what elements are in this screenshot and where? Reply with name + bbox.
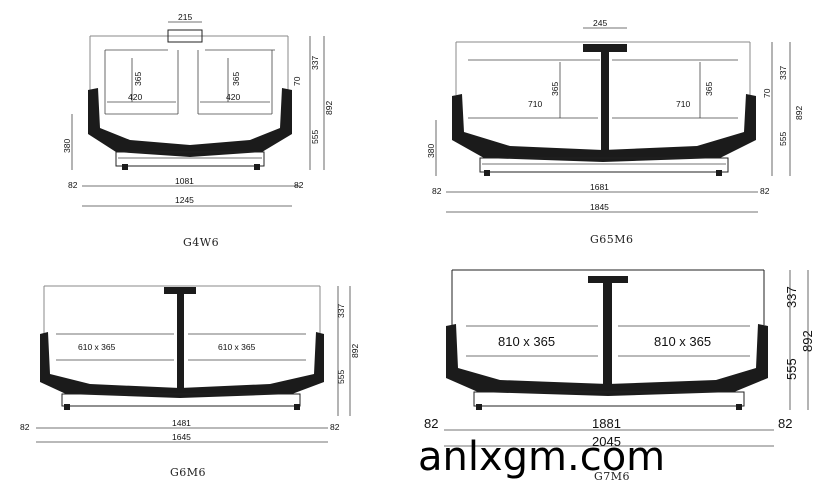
watermark-text: anlxgm.com xyxy=(418,434,665,480)
cabinet-basin xyxy=(446,324,768,396)
foot-right xyxy=(716,170,722,176)
dim-bay2: 810 x 365 xyxy=(654,334,711,349)
foot-left xyxy=(122,164,128,170)
dim-side-small: 70 xyxy=(762,88,772,98)
dim-bay1: 610 x 365 xyxy=(78,342,116,352)
dim-upper: 337 xyxy=(778,66,788,80)
dim-upper: 337 xyxy=(336,304,346,318)
dim-bay-w1: 420 xyxy=(128,92,142,102)
dim-top: 215 xyxy=(178,12,192,22)
dim-right-off: 82 xyxy=(760,186,770,196)
top-bracket xyxy=(583,44,627,52)
dim-left-off: 82 xyxy=(432,186,442,196)
dim-right-off: 82 xyxy=(778,416,792,431)
dim-inner-w: 1681 xyxy=(590,182,609,192)
dim-total-w: 1245 xyxy=(175,195,194,205)
dim-total-h: 892 xyxy=(350,344,360,358)
dim-inner-w: 1881 xyxy=(592,416,621,431)
center-column xyxy=(601,50,609,155)
cabinet-basin xyxy=(88,88,292,157)
diagram-g4w6: 215 365 365 420 420 70 337 555 892 380 8… xyxy=(62,12,334,249)
top-bracket xyxy=(164,287,196,294)
dim-left-off: 82 xyxy=(20,422,30,432)
foot-right xyxy=(294,404,300,410)
dim-right-off: 82 xyxy=(330,422,340,432)
dim-bay-w2: 420 xyxy=(226,92,240,102)
dim-total-w: 1845 xyxy=(590,202,609,212)
cabinet-basin xyxy=(40,332,324,398)
base-frame xyxy=(115,151,265,167)
dim-bay1: 810 x 365 xyxy=(498,334,555,349)
base-frame xyxy=(61,393,301,407)
dim-bay-h2: 365 xyxy=(704,82,714,96)
cabinet-basin xyxy=(452,94,756,162)
dim-total-h: 892 xyxy=(800,330,815,352)
dim-inner-w: 1481 xyxy=(172,418,191,428)
top-bracket xyxy=(588,276,628,283)
dim-lower: 555 xyxy=(784,358,799,380)
dim-bay-h1: 365 xyxy=(550,82,560,96)
base-frame xyxy=(473,391,745,407)
dim-lower: 555 xyxy=(778,132,788,146)
foot-left xyxy=(484,170,490,176)
dim-right-off: 82 xyxy=(294,180,304,190)
dim-bay-w1: 710 xyxy=(528,99,542,109)
dim-total-w: 2045 xyxy=(592,434,621,449)
caption-g6m6: G6M6 xyxy=(170,466,206,479)
caption-g65m6: G65M6 xyxy=(590,233,634,246)
dim-bay-h1: 365 xyxy=(133,72,143,86)
diagram-g65m6: 245 365 365 710 710 70 337 555 892 380 8… xyxy=(426,18,804,246)
center-column xyxy=(603,281,612,387)
foot-left xyxy=(476,404,482,410)
dim-bay-h2: 365 xyxy=(231,72,241,86)
dim-upper: 337 xyxy=(784,286,799,308)
dim-total-h: 892 xyxy=(324,101,334,115)
foot-right xyxy=(254,164,260,170)
dim-base-h: 380 xyxy=(426,144,436,158)
foot-right xyxy=(736,404,742,410)
top-bracket xyxy=(167,29,203,43)
caption-g7m6: G7M6 xyxy=(594,470,630,483)
dim-left-off: 82 xyxy=(68,180,78,190)
dim-upper: 337 xyxy=(310,56,320,70)
dim-bay2: 610 x 365 xyxy=(218,342,256,352)
diagram-g7m6: 810 x 365 810 x 365 337 555 892 82 1881 … xyxy=(424,269,815,483)
dim-total-w: 1645 xyxy=(172,432,191,442)
dim-lower: 555 xyxy=(336,370,346,384)
dim-total-h: 892 xyxy=(794,106,804,120)
dim-inner-w: 1081 xyxy=(175,176,194,186)
dim-left-off: 82 xyxy=(424,416,438,431)
dim-base-h: 380 xyxy=(62,139,72,153)
dim-lower: 555 xyxy=(310,130,320,144)
dim-top: 245 xyxy=(593,18,607,28)
dim-side-small: 70 xyxy=(292,76,302,86)
diagram-g6m6: 610 x 365 610 x 365 337 555 892 82 1481 … xyxy=(20,285,360,479)
base-frame xyxy=(479,157,729,173)
foot-left xyxy=(64,404,70,410)
dim-bay-w2: 710 xyxy=(676,99,690,109)
center-column xyxy=(177,292,184,390)
caption-g4w6: G4W6 xyxy=(183,236,219,249)
